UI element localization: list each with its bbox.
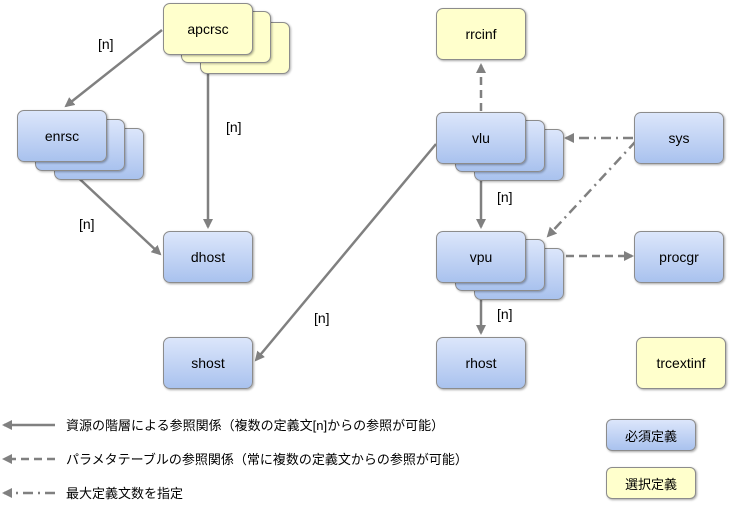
node-sys: sys — [634, 112, 724, 164]
label-vpu-rhost: [n] — [497, 306, 513, 322]
label-enrsc-dhost: [n] — [79, 216, 95, 232]
node-procgr: procgr — [634, 231, 724, 283]
node-shost: shost — [163, 337, 253, 389]
label-vlu-vpu: [n] — [497, 189, 513, 205]
label-apcrsc-dhost: [n] — [226, 119, 242, 135]
node-enrsc: enrsc — [17, 110, 107, 162]
node-rrcinf: rrcinf — [436, 8, 526, 60]
legend-dashed-line-text: パラメタテーブルの参照関係（常に複数の定義文からの参照が可能） — [66, 452, 468, 467]
label-apcrsc-enrsc: [n] — [98, 36, 114, 52]
edge-vlu-shost — [254, 143, 437, 362]
edge-enrsc-dhost — [69, 169, 162, 256]
node-trcextinf: trcextinf — [636, 337, 726, 389]
label-vlu-shost: [n] — [314, 310, 330, 326]
node-apcrsc: apcrsc — [163, 3, 253, 55]
legend-dashdot-line-text: 最大定義文数を指定 — [66, 486, 184, 501]
node-vlu: vlu — [436, 112, 526, 164]
legend-required-box: 必須定義 — [606, 419, 696, 451]
edge-apcrsc-enrsc — [64, 29, 163, 108]
node-rhost: rhost — [436, 337, 526, 389]
node-dhost: dhost — [163, 231, 253, 283]
legend-solid-line-text: 資源の階層による参照関係（複数の定義文[n]からの参照が可能） — [66, 418, 445, 433]
legend-optional-box: 選択定義 — [606, 467, 696, 499]
node-vpu: vpu — [436, 231, 526, 283]
